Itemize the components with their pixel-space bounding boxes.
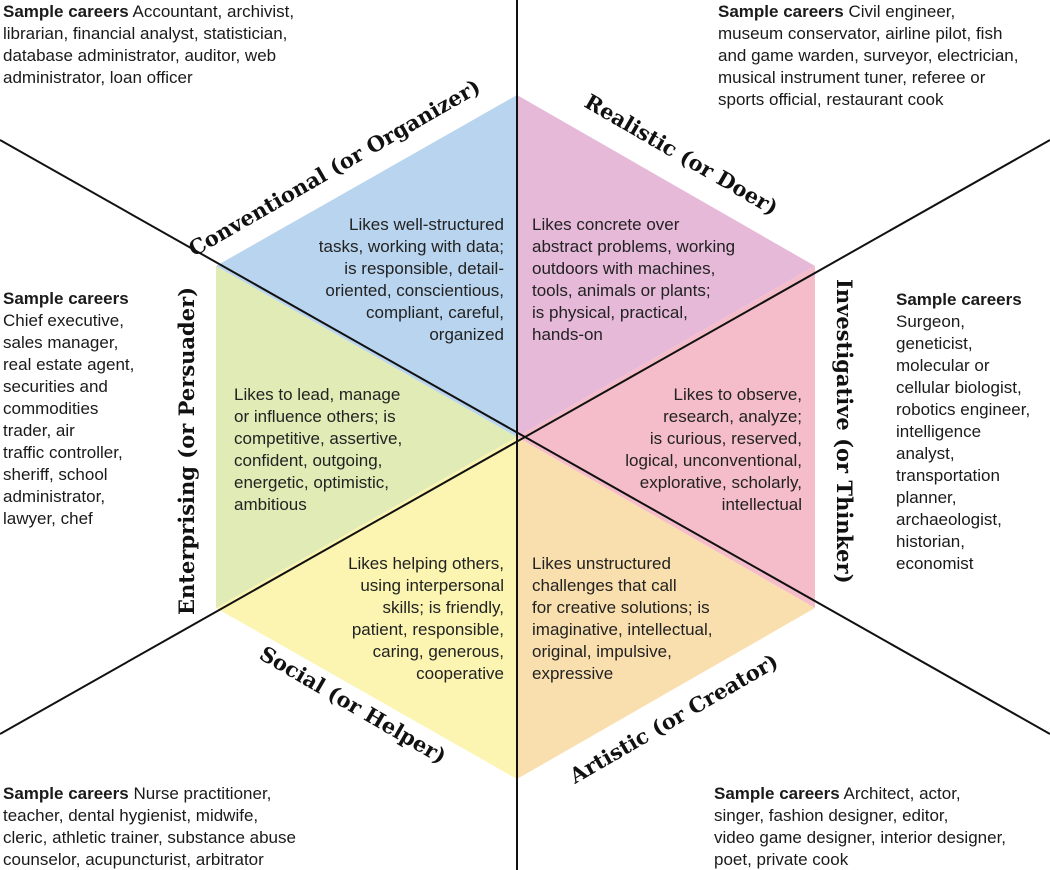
divider-line-diagonal-up xyxy=(0,139,1050,735)
careers-artistic: Sample careers Architect, actor, singer,… xyxy=(714,784,1007,869)
careers-heading: Sample careers xyxy=(3,784,129,803)
sector-social xyxy=(216,437,517,779)
careers-conventional: Sample careers Accountant, archivist, li… xyxy=(3,2,295,87)
sector-artistic xyxy=(517,437,815,779)
desc-artistic: Likes unstructured challenges that call … xyxy=(532,554,713,683)
careers-heading: Sample careers xyxy=(718,2,844,21)
desc-enterprising: Likes to lead, manage or influence other… xyxy=(234,385,403,514)
sector-realistic xyxy=(517,95,815,437)
careers-heading: Sample careers xyxy=(714,784,840,803)
sector-investigative xyxy=(517,266,815,608)
sector-conventional xyxy=(216,95,517,437)
careers-investigative: Sample careers Surgeon, geneticist, mole… xyxy=(896,290,1031,573)
desc-conventional: Likes well-structured tasks, working wit… xyxy=(318,215,504,344)
label-enterprising: Enterprising (or Persuader) xyxy=(174,287,199,615)
careers-enterprising: Sample careers Chief executive, sales ma… xyxy=(3,289,135,528)
label-investigative: Investigative (or Thinker) xyxy=(832,279,857,584)
careers-heading: Sample careers xyxy=(3,2,129,21)
sector-enterprising xyxy=(216,266,517,608)
careers-social: Sample careers Nurse practitioner, teach… xyxy=(3,784,296,869)
desc-social: Likes helping others, using interpersona… xyxy=(348,554,504,683)
desc-realistic: Likes concrete over abstract problems, w… xyxy=(532,215,736,344)
desc-investigative: Likes to observe, research, analyze; is … xyxy=(625,385,802,514)
careers-heading: Sample careers xyxy=(3,289,129,308)
careers-realistic: Sample careers Civil engineer, museum co… xyxy=(718,2,1019,109)
careers-heading: Sample careers xyxy=(896,290,1022,309)
